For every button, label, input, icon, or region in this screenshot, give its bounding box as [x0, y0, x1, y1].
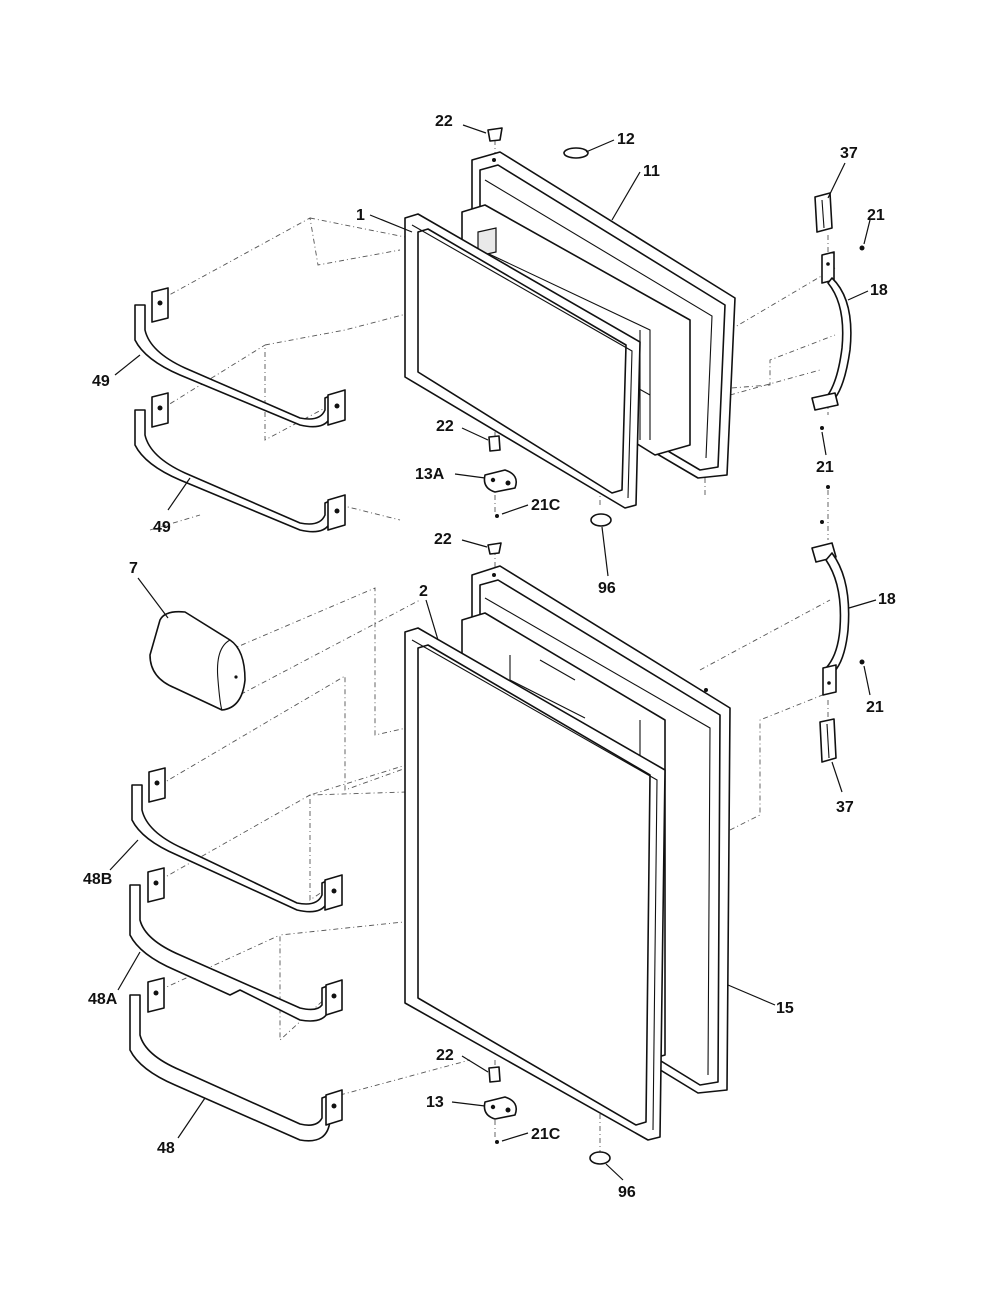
callout-22: 22 [436, 418, 454, 435]
callout-21C: 21C [531, 497, 561, 514]
callout-15: 15 [776, 1000, 794, 1017]
callout-48A: 48A [88, 991, 118, 1008]
small-hardware [483, 127, 865, 1165]
callout-22: 22 [436, 1047, 454, 1064]
dairy-compartment-cover [149, 610, 246, 711]
callout-37: 37 [840, 145, 858, 162]
callout-13A: 13A [415, 466, 445, 483]
callout-21: 21 [816, 459, 834, 476]
freezer-door-gasket [404, 213, 641, 509]
fresh-food-door-gasket [404, 627, 666, 1141]
callout-18: 18 [870, 282, 888, 299]
callout-22: 22 [434, 531, 452, 548]
callout-96: 96 [618, 1184, 636, 1201]
lower-handle-18 [811, 542, 850, 696]
callout-2: 2 [419, 583, 428, 600]
callout-22: 22 [435, 113, 453, 130]
callout-96: 96 [598, 580, 616, 597]
callout-21: 21 [867, 207, 885, 224]
callout-48: 48 [157, 1140, 175, 1157]
callout-labels: 22 12 11 1 37 21 18 49 49 22 13A 21C 21 … [83, 113, 896, 1201]
door-shelf-48B [131, 767, 343, 913]
callout-21: 21 [866, 699, 884, 716]
callout-7: 7 [129, 560, 138, 577]
callout-1: 1 [356, 207, 365, 224]
callout-48B: 48B [83, 871, 112, 888]
lower-trim-37 [819, 718, 837, 763]
upper-trim-37 [814, 192, 833, 233]
callout-18: 18 [878, 591, 896, 608]
door-bin-48 [129, 977, 343, 1142]
callout-leader-lines [109, 124, 877, 1181]
callout-21C: 21C [531, 1126, 561, 1143]
door-shelf-49-upper [134, 287, 346, 428]
upper-handle-18 [811, 251, 852, 411]
door-bin-48A [129, 867, 343, 1022]
callout-49: 49 [153, 519, 171, 536]
callout-11: 11 [643, 163, 660, 180]
callout-37: 37 [836, 799, 854, 816]
callout-12: 12 [617, 131, 635, 148]
callout-49: 49 [92, 373, 110, 390]
callout-13: 13 [426, 1094, 444, 1111]
door-shelf-49-lower [134, 392, 346, 533]
